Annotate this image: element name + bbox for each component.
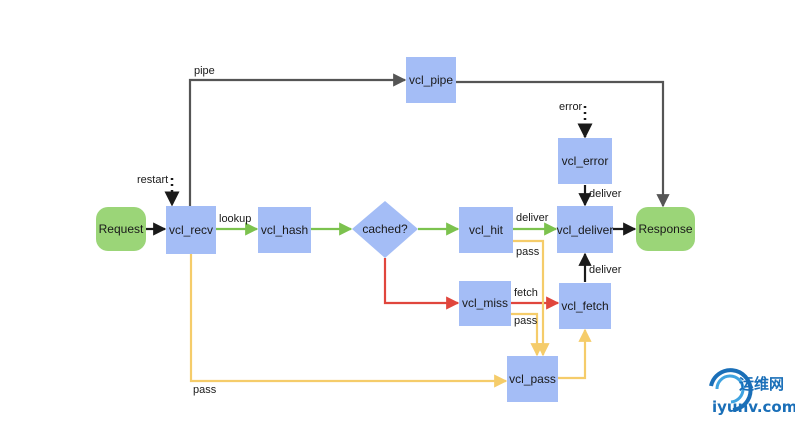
svg-text:vcl_deliver: vcl_deliver (557, 223, 614, 237)
edge-pipe-response (456, 80, 670, 208)
edge-pass-fetch (558, 328, 592, 380)
edge-cached-miss (383, 258, 460, 310)
svg-text:Request: Request (99, 222, 144, 236)
label-miss-pass: pass (514, 315, 538, 327)
svg-text:cached?: cached? (362, 222, 408, 236)
svg-text:vcl_hit: vcl_hit (469, 223, 504, 237)
svg-text:vcl_error: vcl_error (562, 154, 609, 168)
label-pipe: pipe (194, 65, 215, 77)
svg-text:vcl_pass: vcl_pass (509, 372, 556, 386)
svg-text:vcl_pipe: vcl_pipe (409, 73, 453, 87)
edge-hit-pass (513, 239, 550, 357)
watermark-logo: 运维网 iyunv.com (709, 368, 795, 416)
svg-text:Response: Response (638, 222, 692, 236)
node-vcl-pipe: vcl_pipe (406, 57, 456, 103)
node-vcl-error: vcl_error (558, 138, 612, 184)
svg-text:vcl_recv: vcl_recv (169, 223, 213, 237)
node-request: Request (96, 207, 146, 251)
label-recv-pass: pass (193, 384, 217, 396)
edge-recv-pass (189, 254, 508, 388)
svg-text:运维网: 运维网 (739, 375, 784, 393)
node-response: Response (636, 207, 695, 251)
edge-miss-pass (511, 312, 544, 357)
label-lookup: lookup (219, 213, 251, 225)
node-vcl-recv: vcl_recv (166, 206, 216, 254)
label-hit-pass: pass (516, 246, 540, 258)
label-error-deliver: deliver (589, 188, 622, 200)
svg-text:vcl_hash: vcl_hash (261, 223, 308, 237)
label-hit-deliver: deliver (516, 212, 549, 224)
edge-recv-pipe (188, 73, 407, 206)
svg-text:vcl_fetch: vcl_fetch (561, 299, 608, 313)
node-vcl-pass: vcl_pass (507, 356, 558, 402)
label-restart: restart (137, 174, 168, 186)
node-vcl-hash: vcl_hash (258, 207, 311, 253)
node-vcl-miss: vcl_miss (459, 281, 511, 326)
svg-text:iyunv.com: iyunv.com (712, 398, 795, 416)
node-vcl-deliver: vcl_deliver (557, 206, 614, 253)
svg-text:vcl_miss: vcl_miss (462, 296, 508, 310)
label-fetch: fetch (514, 287, 538, 299)
node-cached-decision: cached? (352, 201, 418, 258)
label-fetch-deliver: deliver (589, 264, 622, 276)
node-vcl-hit: vcl_hit (459, 207, 513, 253)
node-vcl-fetch: vcl_fetch (559, 283, 611, 329)
label-error: error (559, 101, 583, 113)
